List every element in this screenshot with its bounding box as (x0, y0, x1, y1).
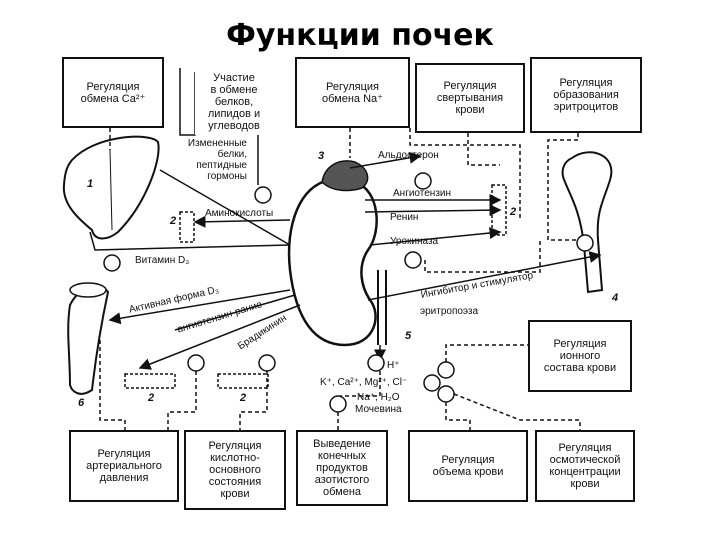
box-sodium-regulation: Регуляция обмена Na⁺ (295, 57, 410, 128)
box-metabolism-participation: Участие в обмене белков, липидов и углев… (195, 68, 273, 135)
number-2-aminoacids: 2 (170, 215, 177, 227)
intestine-shape (67, 284, 110, 395)
label-hydrogen-ion: H⁺ (387, 360, 400, 371)
number-2-right: 2 (510, 206, 517, 218)
bone-shape (561, 151, 613, 294)
label-sodium-water: Na⁺, H₂O (357, 392, 400, 403)
box-nitrogen-excretion: Выведение конечных продуктов азотистого … (296, 430, 388, 506)
label-erythropoiesis: эритропоэза (420, 306, 479, 317)
number-2-bottom-left: 2 (148, 392, 155, 404)
label-vitamin-d3: Витамин D₃ (135, 255, 190, 266)
adrenal-gland-shape (321, 160, 369, 192)
box-erythropoiesis-regulation: Регуляция образования эритроцитов (530, 57, 642, 133)
box-acid-base-regulation: Регуляция кислотно- основного состояния … (184, 430, 286, 510)
number-2-bottom-mid: 2 (240, 392, 247, 404)
box-osmotic-concentration-regulation: Регуляция осмотической концентрации кров… (535, 430, 635, 502)
label-modified-proteins: Измененные белки, пептидные гормоны (187, 138, 247, 182)
label-urokinase: Урокиназа (390, 236, 439, 247)
box-blood-pressure-regulation: Регуляция артериального давления (69, 430, 179, 502)
label-amino-acids: Аминокислоты (205, 208, 274, 219)
box-ion-composition-regulation: Регуляция ионного состава крови (528, 320, 632, 392)
label-renin: Ренин (390, 212, 419, 223)
box-blood-volume-regulation: Регуляция объема крови (408, 430, 528, 502)
box-calcium-regulation: Регуляция обмена Ca²⁺ (62, 57, 164, 128)
page-title: Функции почек (226, 18, 494, 53)
kidney-shape (287, 178, 378, 347)
label-angiotensin: Ангиотензин (393, 188, 452, 199)
number-4: 4 (612, 292, 619, 304)
label-ions: K⁺, Ca²⁺, Mg²⁺, Cl⁻ (320, 377, 408, 388)
number-3: 3 (318, 150, 325, 162)
number-5: 5 (405, 330, 412, 342)
label-aldosterone: Альдостерон (378, 150, 439, 161)
number-6: 6 (78, 397, 85, 409)
number-1: 1 (87, 178, 94, 190)
label-urea: Мочевина (355, 404, 402, 415)
box-coagulation-regulation: Регуляция свертывания крови (415, 63, 525, 133)
